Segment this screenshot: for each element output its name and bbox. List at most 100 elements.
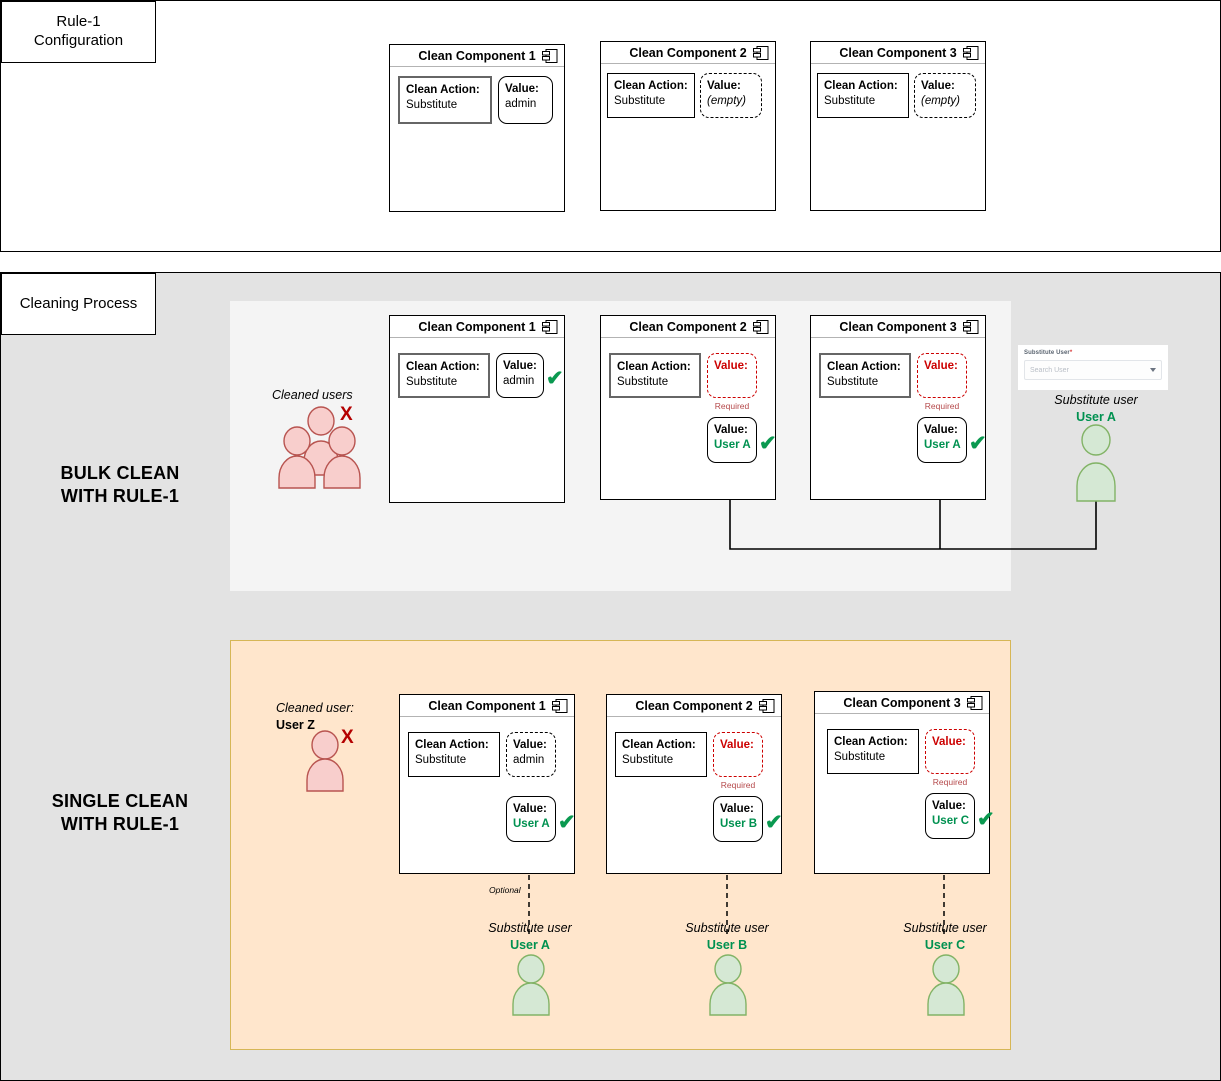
value-required-note: Required [932,777,968,787]
clean-action-box: Clean Action: Substitute [609,353,701,398]
substitute-user-b-icon [709,954,747,1016]
substitute-user-select-label: Substitute User* [1024,350,1162,356]
value-resolved-label: Value: [720,803,754,815]
component-header: Clean Component 2 [607,695,781,717]
value-label: Value: [505,83,539,95]
clean-action-label: Clean Action: [617,361,691,373]
component-header: Clean Component 3 [811,316,985,338]
value-ok-check-icon: ✔ [546,367,564,390]
clean-action-label: Clean Action: [827,361,901,373]
value-resolved-box: Value: User A [506,796,556,842]
substitute-user-a-icon-single [512,954,550,1016]
value-required-box: Value: [925,729,975,774]
substitute-user-search-input[interactable]: Search User [1024,360,1162,380]
uml-component-icon [542,320,558,334]
clean-action-value: Substitute [617,375,669,388]
component-header: Clean Component 1 [390,316,564,338]
value-required-note: Required [714,401,750,411]
clean-action-label: Clean Action: [614,80,688,92]
clean-action-value: Substitute [824,94,876,107]
value-resolved-value: User A [924,438,961,451]
bulk-substitute-user-name: User A [1076,409,1116,424]
value-required-box: Value: [917,353,967,398]
substitute-user-search-placeholder: Search User [1030,366,1069,374]
bulk-component-2[interactable]: Clean Component 2 Clean Action: Substitu… [600,315,777,500]
clean-action-label: Clean Action: [406,84,480,96]
clean-action-label: Clean Action: [824,80,898,92]
value-resolved-box: Value: User A [917,417,967,463]
clean-action-box: Clean Action: Substitute [408,732,500,777]
value-box: Value: (empty) [914,73,976,118]
value-resolved-box: Value: User C [925,793,975,839]
clean-action-value: Substitute [406,98,458,111]
cleaned-user-z-icon [306,730,344,792]
value-ok-check-icon: ✔ [969,432,987,455]
bulk-substitute-user-caption-text: Substitute user [1054,393,1138,407]
value-required-box: Value: [713,732,763,777]
bulk-cleaned-users-caption: Cleaned users [272,387,353,404]
clean-action-label: Clean Action: [622,739,696,751]
component-title: Clean Component 3 [843,695,961,710]
clean-action-label: Clean Action: [415,739,489,751]
uml-component-icon [963,46,979,60]
single-cleaned-user-name: User Z [276,717,315,732]
single-component-2[interactable]: Clean Component 2 Clean Action: Substitu… [606,694,783,874]
value-resolved-value: User A [714,438,751,451]
value-required-label: Value: [932,736,966,748]
bulk-substitute-user-caption: Substitute user User A [1016,392,1176,426]
clean-action-box: Clean Action: Substitute [819,353,911,398]
single-substitute-user-1-caption: Substitute user User A [450,920,610,954]
single-substitute-user-2-name: User B [706,937,748,952]
chevron-down-icon[interactable] [1150,368,1156,372]
single-substitute-user-2-caption: Substitute user User B [647,920,807,954]
component-body: Clean Action: Substitute Value: Required… [815,714,995,873]
single-substitute-user-2-caption-text: Substitute user [685,921,769,935]
clean-action-value: Substitute [406,375,458,388]
config-component-1[interactable]: Clean Component 1 Clean Action: Substitu… [389,44,565,212]
single-component-3[interactable]: Clean Component 3 Clean Action: Substitu… [814,691,995,874]
single-substitute-user-3-name: User C [924,937,966,952]
value-box: Value: (empty) [700,73,762,118]
value-resolved-value: User C [932,814,970,827]
clean-action-value: Substitute [827,375,879,388]
clean-action-box: Clean Action: Substitute [398,353,490,398]
substitute-user-select[interactable]: Substitute User* Search User [1018,345,1168,390]
clean-action-box: Clean Action: Substitute [827,729,919,774]
component-title: Clean Component 2 [629,45,747,60]
value-resolved-box: Value: User A [707,417,757,463]
value-label: Value: [513,739,547,751]
component-title: Clean Component 2 [635,698,753,713]
bulk-component-3[interactable]: Clean Component 3 Clean Action: Substitu… [810,315,987,500]
cleaned-users-group-icon [278,406,361,489]
single-component-1[interactable]: Clean Component 1 Clean Action: Substitu… [399,694,576,874]
value-required-note: Required [924,401,960,411]
clean-action-box: Clean Action: Substitute [607,73,695,118]
config-component-2[interactable]: Clean Component 2 Clean Action: Substitu… [600,41,776,211]
substitute-user-a-icon [1076,424,1116,502]
value-box: Value: admin [498,76,553,124]
value-resolved-label: Value: [924,424,958,436]
clean-action-box: Clean Action: Substitute [398,76,492,124]
uml-component-icon [967,696,983,710]
clean-action-box: Clean Action: Substitute [817,73,909,118]
component-body: Clean Action: Substitute Value: admin [390,67,564,211]
clean-action-value: Substitute [415,753,467,766]
component-header: Clean Component 2 [601,42,775,64]
component-header: Clean Component 1 [390,45,564,67]
value-required-label: Value: [720,739,754,751]
bulk-component-1[interactable]: Clean Component 1 Clean Action: Substitu… [389,315,565,503]
value-resolved-label: Value: [714,424,748,436]
value-value: (empty) [707,94,746,107]
clean-action-value: Substitute [622,753,674,766]
value-required-label: Value: [924,360,958,372]
config-component-3[interactable]: Clean Component 3 Clean Action: Substitu… [810,41,986,211]
value-required-box: Value: [707,353,757,398]
component-title: Clean Component 3 [839,45,957,60]
uml-component-icon [542,49,558,63]
substitute-user-c-icon [927,954,965,1016]
single-cleaned-user-x-icon: X [341,727,354,748]
component-body: Clean Action: Substitute Value: admin ✔ [390,338,564,502]
